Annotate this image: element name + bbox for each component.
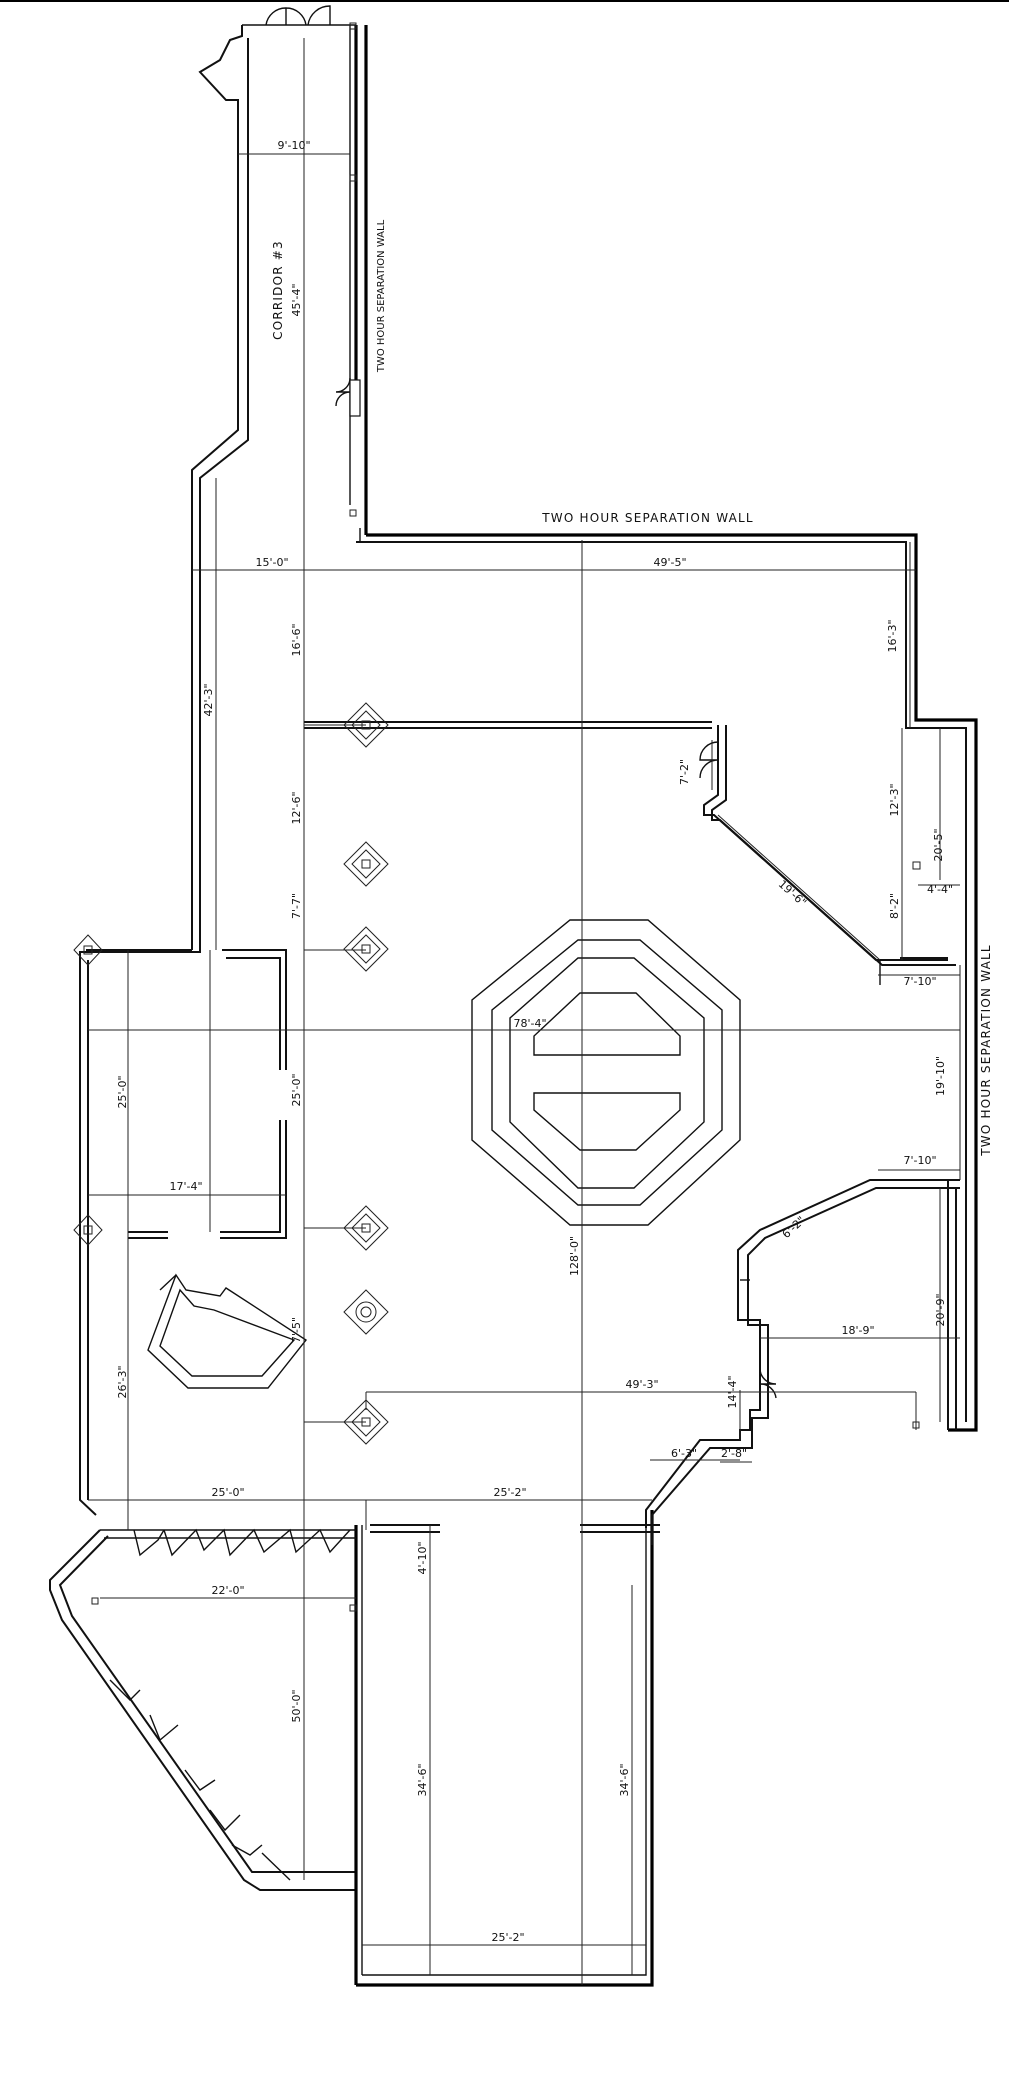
column-symbol xyxy=(73,934,103,966)
dim-label: 15'-0" xyxy=(255,556,288,569)
partitions xyxy=(100,721,712,1881)
dim-label: 7'-5" xyxy=(290,1317,303,1343)
dim-label: 25'-2" xyxy=(491,1931,524,1944)
dim-label: 78'-4" xyxy=(513,1017,546,1030)
dim-label: 26'-3" xyxy=(116,1365,129,1398)
dim-label: 20'-5" xyxy=(932,828,945,861)
wall-label-corridor: TWO HOUR SEPARATION WALL xyxy=(376,219,387,373)
dim-label: 7'-2" xyxy=(678,759,691,785)
dim-label: 16'-3" xyxy=(886,619,899,652)
dim-label: 25'-0" xyxy=(211,1486,244,1499)
dim-label: 19'-6" xyxy=(776,878,809,910)
dim-label: 49'-3" xyxy=(625,1378,658,1391)
dim-label: 9'-10" xyxy=(277,139,310,152)
dim-label: 25'-0" xyxy=(116,1075,129,1108)
dim-label: 42'-3" xyxy=(202,683,215,716)
corridor-walls xyxy=(191,5,368,950)
dim-label: 25'-2" xyxy=(493,1486,526,1499)
main-walls xyxy=(49,725,960,1987)
dim-label: 34'-6" xyxy=(618,1763,631,1796)
dimension-lines xyxy=(88,38,961,1985)
dim-label: 7'-10" xyxy=(903,1154,936,1167)
dim-label: 6'-3" xyxy=(671,1447,697,1460)
dim-label: 34'-6" xyxy=(416,1763,429,1796)
dim-label: 25'-0" xyxy=(290,1073,303,1106)
dim-label: 17'-4" xyxy=(169,1180,202,1193)
octagon-feature xyxy=(471,919,741,1226)
dim-label: 50'-0" xyxy=(290,1689,303,1722)
dim-label: 16'-6" xyxy=(290,623,303,656)
dim-label: 128'-0" xyxy=(568,1236,581,1276)
dim-label: 22'-0" xyxy=(211,1584,244,1597)
dim-label: 49'-5" xyxy=(653,556,686,569)
column-symbol xyxy=(343,926,389,972)
dim-label: 14'-4" xyxy=(726,1375,739,1408)
dim-label: 19'-10" xyxy=(934,1056,947,1096)
column-symbol xyxy=(343,841,389,887)
labels: CORRIDOR #3 TWO HOUR SEPARATION WALL TWO… xyxy=(116,139,993,1944)
top-separation-wall xyxy=(356,528,978,1432)
dim-label: 7'-7" xyxy=(290,893,303,919)
column-symbol xyxy=(73,1214,103,1246)
wall-label-right: TWO HOUR SEPARATION WALL xyxy=(979,944,993,1157)
column-symbol xyxy=(343,1289,389,1335)
column-symbol xyxy=(343,1205,389,1251)
dim-label: 4'-10" xyxy=(416,1541,429,1574)
dim-label: 7'-10" xyxy=(903,975,936,988)
dim-label: 2'-8" xyxy=(721,1447,747,1460)
dim-label: 12'-6" xyxy=(290,791,303,824)
reception-desk xyxy=(147,1273,308,1389)
wall-label-top: TWO HOUR SEPARATION WALL xyxy=(541,511,754,525)
dim-label: 8'-2" xyxy=(888,893,901,919)
dim-label: 6'-2" xyxy=(780,1214,808,1241)
dim-label: 4'-4" xyxy=(927,883,953,896)
dim-label: 12'-3" xyxy=(888,783,901,816)
dim-label: 18'-9" xyxy=(841,1324,874,1337)
dim-label: 20'-9" xyxy=(934,1293,947,1326)
dim-label: 45'-4" xyxy=(290,283,303,316)
corridor-label: CORRIDOR #3 xyxy=(271,240,285,340)
